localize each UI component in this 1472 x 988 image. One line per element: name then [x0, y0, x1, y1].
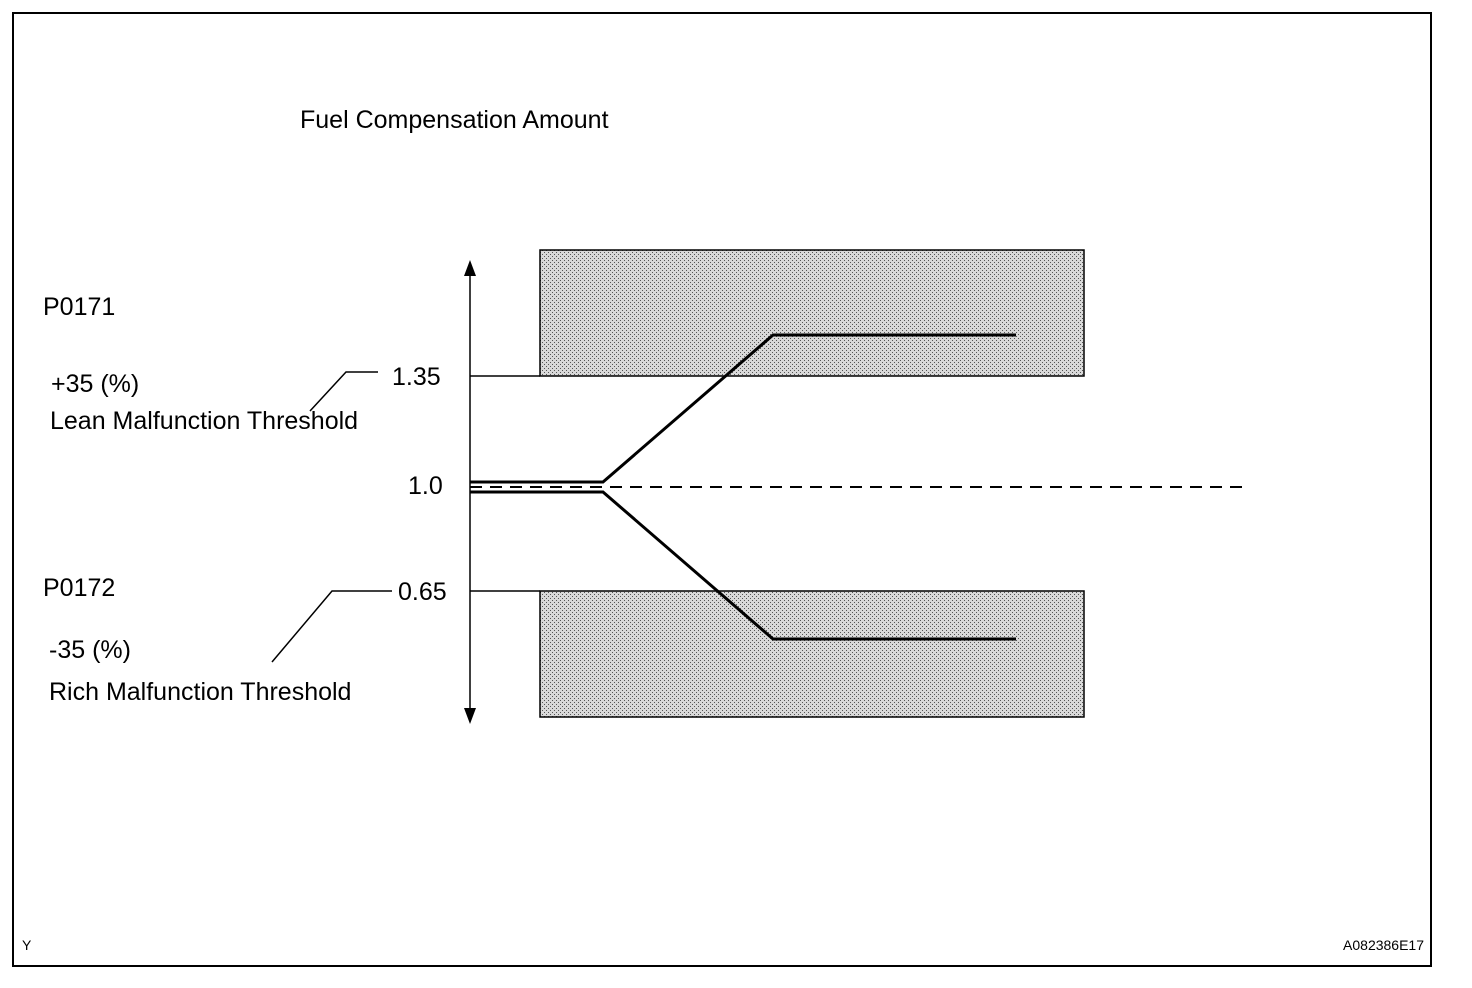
lean-compensation-trace	[470, 333, 1016, 484]
lean-threshold-label: Lean Malfunction Threshold	[50, 407, 358, 435]
diagram-title: Fuel Compensation Amount	[300, 106, 609, 134]
rich-value-label: 0.65	[398, 578, 447, 606]
lean-malfunction-zone	[539, 249, 1085, 377]
lean-percent-label: +35 (%)	[51, 370, 139, 398]
rich-malfunction-zone	[539, 590, 1085, 718]
rich-dtc-code: P0172	[43, 574, 115, 602]
rich-percent-label: -35 (%)	[49, 636, 131, 664]
rich-compensation-trace	[470, 490, 1016, 641]
axis-arrow-down-icon	[464, 708, 476, 724]
lean-dtc-code: P0171	[43, 293, 115, 321]
figure-frame	[12, 12, 1432, 967]
rich-threshold-label: Rich Malfunction Threshold	[49, 678, 351, 706]
figure-id: A082386E17	[1343, 937, 1424, 953]
lean-value-label: 1.35	[392, 363, 441, 391]
lean-leader-line	[309, 371, 378, 412]
baseline-value-label: 1.0	[408, 472, 443, 500]
rich-leader-line	[271, 590, 392, 663]
corner-mark: Y	[22, 937, 32, 953]
axis-arrow-up-icon	[464, 260, 476, 276]
